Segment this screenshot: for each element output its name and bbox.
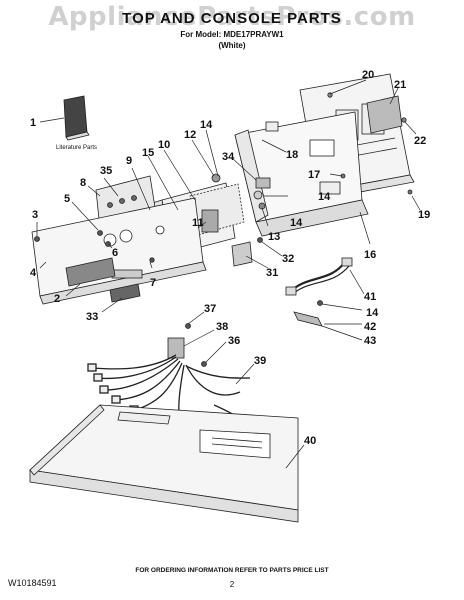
- callout-14c: 14: [366, 307, 379, 319]
- literature-parts-booklet: [63, 95, 90, 141]
- callout-numbers: 1 2 3 4 5 6 7 8 9 10 11 12 13 14 14 14 1…: [30, 69, 430, 447]
- callout-35: 35: [100, 165, 112, 177]
- callout-18: 18: [286, 149, 298, 161]
- callout-34: 34: [222, 151, 235, 163]
- callout-2: 2: [54, 293, 60, 305]
- callout-40: 40: [304, 435, 316, 447]
- terminal-block: [167, 323, 207, 367]
- callout-14d: 14: [318, 191, 331, 203]
- callout-41: 41: [364, 291, 376, 303]
- dryer-top-panel: [29, 404, 299, 523]
- doc-number: W10184591: [8, 578, 57, 588]
- callout-15: 15: [142, 147, 154, 159]
- callout-5: 5: [64, 193, 70, 205]
- model-line: For Model: MDE17PRAYW1: [180, 30, 284, 39]
- literature-parts-label: Literature Parts: [56, 145, 97, 151]
- callout-20: 20: [362, 69, 374, 81]
- relay-bracket: [231, 237, 263, 267]
- callout-37: 37: [204, 303, 216, 315]
- callout-32: 32: [282, 253, 294, 265]
- callout-12: 12: [184, 129, 196, 141]
- callout-42: 42: [364, 321, 376, 333]
- wire-harness-41: [285, 257, 353, 327]
- color-line: (White): [218, 41, 246, 50]
- callout-36: 36: [228, 335, 240, 347]
- lens-and-button: [65, 257, 141, 303]
- callout-16: 16: [364, 249, 376, 261]
- callout-39: 39: [254, 355, 266, 367]
- callout-13: 13: [268, 231, 280, 243]
- callout-19: 19: [418, 209, 430, 221]
- ordering-note: FOR ORDERING INFORMATION REFER TO PARTS …: [135, 567, 329, 574]
- callout-38: 38: [216, 321, 228, 333]
- callout-22: 22: [414, 135, 426, 147]
- leader-lines: [36, 79, 421, 469]
- callout-6: 6: [112, 247, 118, 259]
- callout-21: 21: [394, 79, 406, 91]
- callout-14b: 14: [290, 217, 303, 229]
- callout-1: 1: [30, 117, 36, 129]
- callout-11: 11: [192, 217, 204, 229]
- callout-10: 10: [158, 139, 170, 151]
- callout-17: 17: [308, 169, 320, 181]
- callout-8: 8: [80, 177, 86, 189]
- page-number: 2: [229, 580, 235, 589]
- callout-33: 33: [86, 311, 98, 323]
- page-title: TOP AND CONSOLE PARTS: [122, 10, 342, 27]
- callout-3: 3: [32, 209, 38, 221]
- callout-4: 4: [30, 267, 37, 279]
- callout-7: 7: [150, 277, 156, 289]
- callout-14: 14: [200, 119, 213, 131]
- watermark: AppliancePartsPros.com: [48, 2, 416, 32]
- callout-43: 43: [364, 335, 376, 347]
- callout-31: 31: [266, 267, 278, 279]
- callout-9: 9: [126, 155, 132, 167]
